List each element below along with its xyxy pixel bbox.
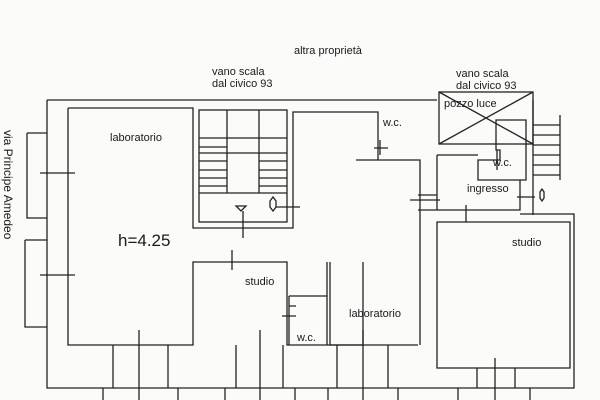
neighbor-property-label: altra proprietà	[294, 45, 362, 57]
room-studio-mid: studio	[245, 276, 275, 288]
studio-mid-walls	[282, 262, 328, 345]
room-ingresso: ingresso	[467, 183, 509, 195]
room-laboratorio-left: laboratorio	[110, 132, 162, 144]
stair-right-label-1: vano scala	[456, 68, 509, 80]
room-wc-right: w.c.	[493, 157, 512, 169]
ceiling-height: h=4.25	[118, 231, 171, 250]
outer-walls	[46, 99, 575, 389]
room-wc-mid: w.c.	[297, 332, 316, 344]
room-studio-right: studio	[512, 237, 542, 249]
stair-left-label-1: vano scala	[212, 66, 265, 78]
room-pozzo-luce: pozzo luce	[444, 98, 497, 110]
stair-left-label-2: dal civico 93	[212, 78, 273, 90]
ingresso-walls	[410, 150, 571, 369]
street-label: via Principe Amedeo	[1, 130, 15, 240]
room-wc-top: w.c.	[383, 117, 402, 129]
light-well	[438, 91, 561, 215]
windows	[24, 132, 531, 400]
stair-right-label-2: dal civico 93	[456, 80, 517, 92]
stairwell	[198, 109, 300, 238]
room-laboratorio-right: laboratorio	[349, 308, 401, 320]
